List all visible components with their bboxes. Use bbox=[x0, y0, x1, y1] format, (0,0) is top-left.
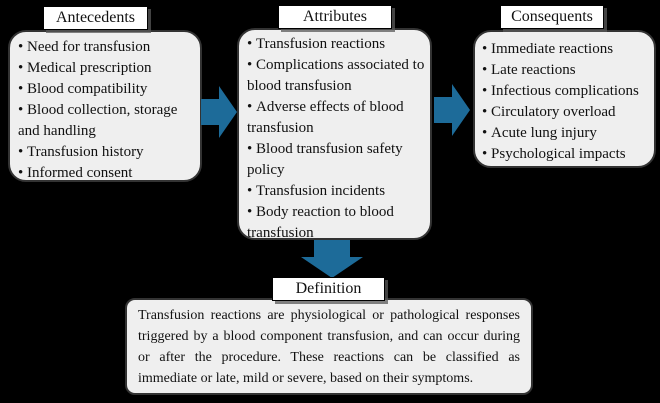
arrow-right-icon bbox=[434, 84, 470, 136]
consequents-list: Immediate reactions Late reactions Infec… bbox=[475, 32, 654, 165]
attributes-list: Transfusion reactions Complications asso… bbox=[239, 30, 430, 244]
arrow-right-shape bbox=[434, 84, 470, 136]
arrow-right-shape bbox=[201, 86, 237, 138]
definition-title-box: Definition bbox=[272, 277, 385, 301]
list-item: Body reaction to blood transfusion bbox=[247, 202, 426, 244]
list-item: Acute lung injury bbox=[482, 123, 650, 144]
antecedents-list: Need for transfusion Medical prescriptio… bbox=[10, 32, 200, 184]
list-item: Complications associated to blood transf… bbox=[247, 55, 426, 97]
arrow-down-icon bbox=[301, 240, 363, 278]
antecedents-title-box: Antecedents bbox=[43, 6, 148, 30]
consequents-box: Immediate reactions Late reactions Infec… bbox=[473, 30, 656, 168]
list-item: Transfusion reactions bbox=[247, 34, 426, 55]
list-item: Late reactions bbox=[482, 60, 650, 81]
list-item: Adverse effects of blood transfusion bbox=[247, 97, 426, 139]
attributes-title-box: Attributes bbox=[278, 5, 392, 29]
list-item: Blood collection, storage and handling bbox=[18, 100, 196, 142]
list-item: Blood transfusion safety policy bbox=[247, 139, 426, 181]
list-item: Circulatory overload bbox=[482, 102, 650, 123]
attributes-box: Transfusion reactions Complications asso… bbox=[237, 28, 432, 241]
list-item: Immediate reactions bbox=[482, 39, 650, 60]
arrow-down-shape bbox=[301, 240, 363, 278]
definition-text: Transfusion reactions are physiological … bbox=[138, 308, 520, 386]
list-item: Informed consent bbox=[18, 163, 196, 184]
antecedents-box: Need for transfusion Medical prescriptio… bbox=[8, 30, 202, 182]
arrow-right-icon bbox=[201, 86, 237, 138]
list-item: Medical prescription bbox=[18, 58, 196, 79]
list-item: Blood compatibility bbox=[18, 79, 196, 100]
list-item: Psychological impacts bbox=[482, 144, 650, 165]
definition-box: Transfusion reactions are physiological … bbox=[125, 298, 533, 395]
list-item: Need for transfusion bbox=[18, 37, 196, 58]
list-item: Transfusion history bbox=[18, 142, 196, 163]
list-item: Infectious complications bbox=[482, 81, 650, 102]
list-item: Transfusion incidents bbox=[247, 181, 426, 202]
consequents-title-box: Consequents bbox=[500, 5, 604, 29]
